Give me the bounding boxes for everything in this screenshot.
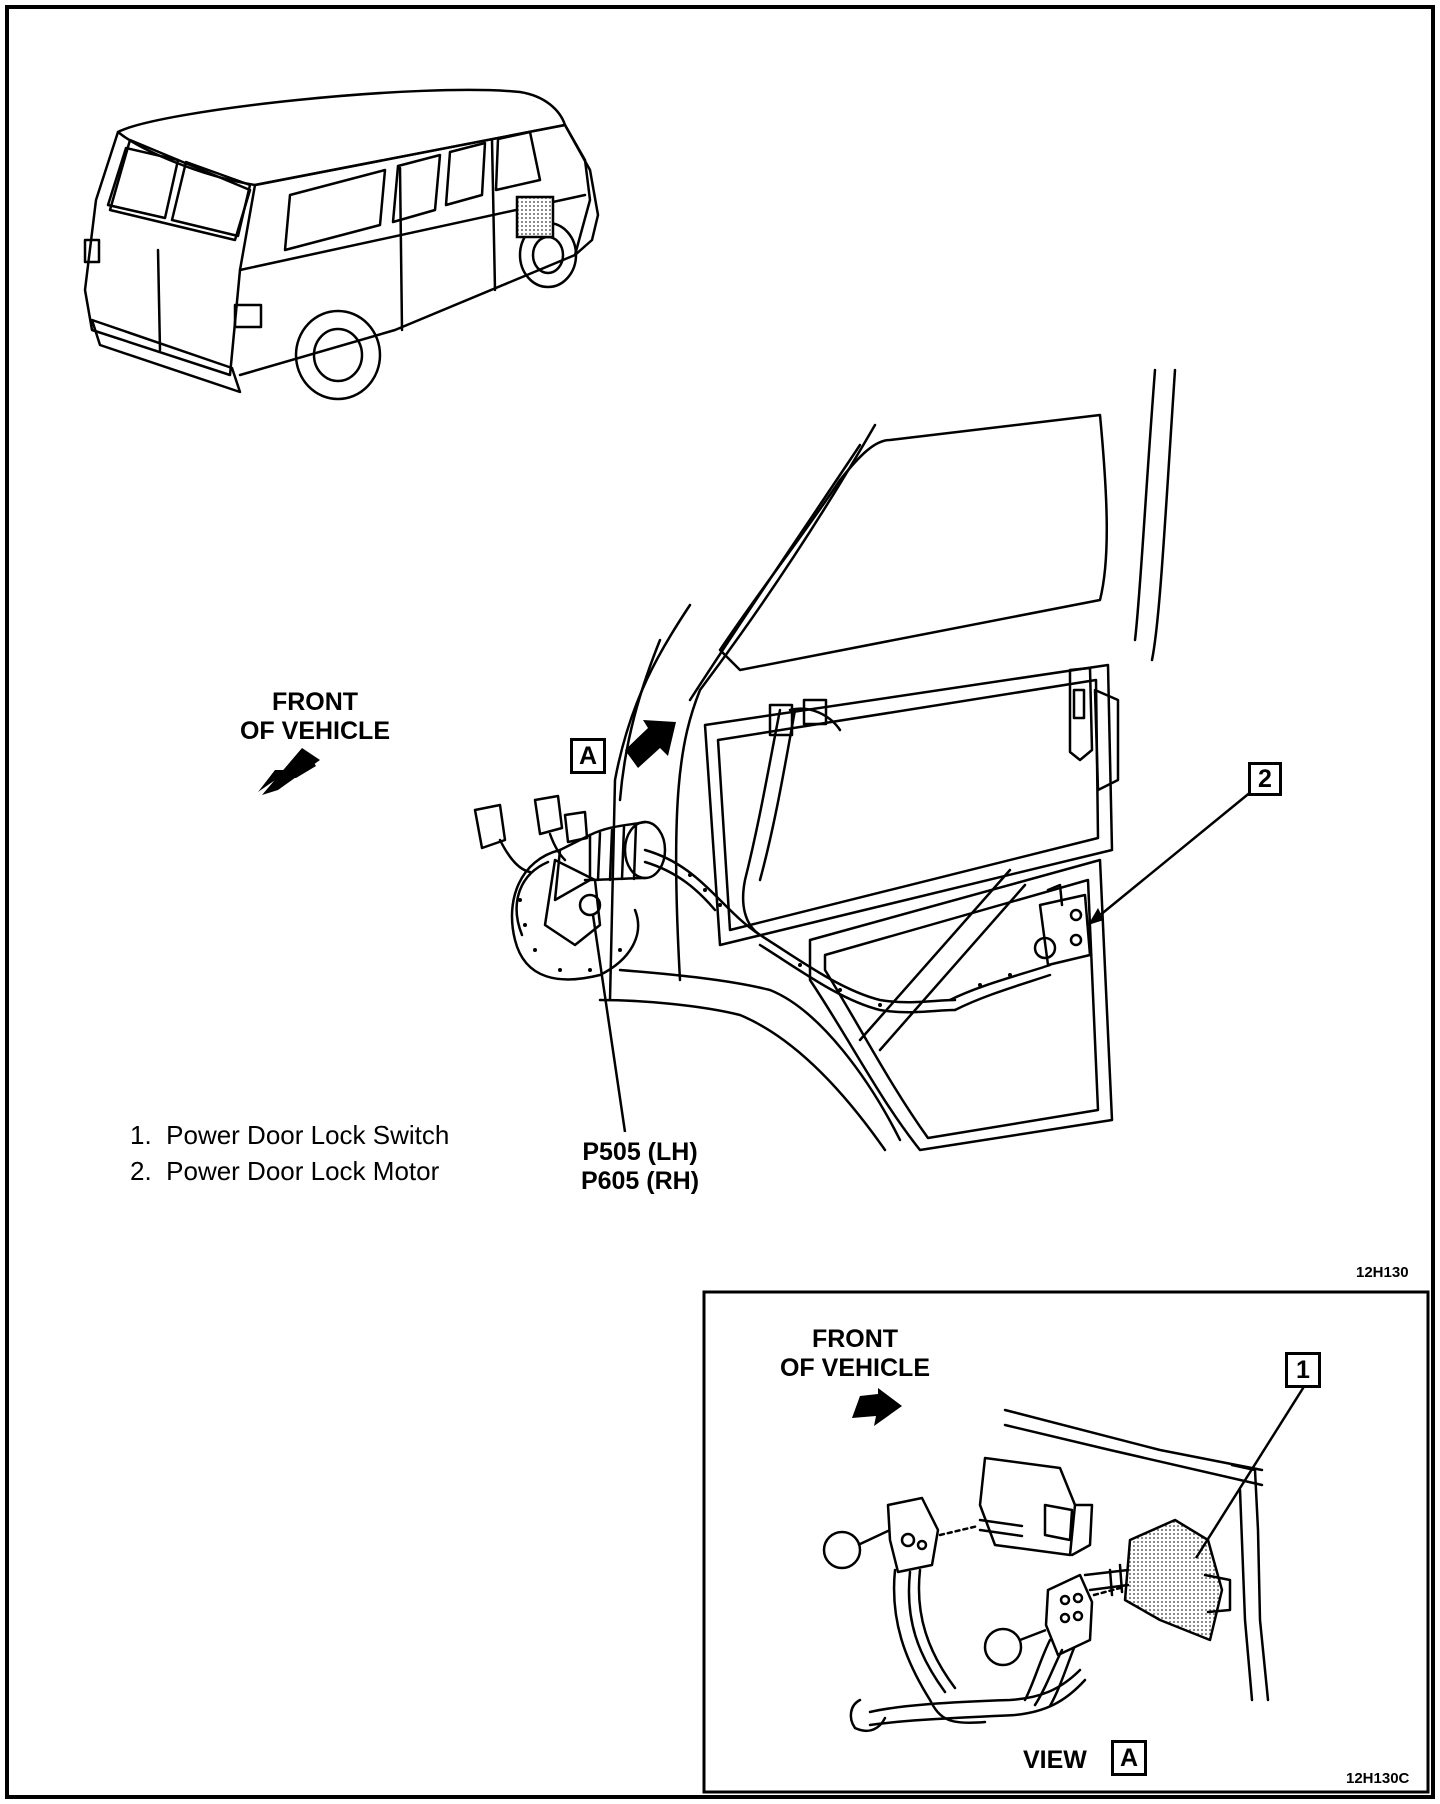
view-label: VIEW (1023, 1746, 1087, 1774)
harness-texture (518, 873, 1012, 1007)
inset-line-art (849, 1408, 1270, 1733)
cap-left-icon (822, 1530, 862, 1570)
callout-2-leader-line (1087, 790, 1253, 926)
connector-label: P505 (LH) P605 (RH) (560, 1138, 720, 1196)
callout-1-leader-line (1194, 1384, 1307, 1559)
door-opening (598, 368, 1177, 1152)
inset-front-label-line1: FRONT (811, 1325, 899, 1353)
front-of-vehicle-label: FRONT OF VEHICLE (215, 688, 415, 746)
front-label-line2: OF VEHICLE (239, 717, 390, 745)
callout-a: A (570, 738, 606, 774)
connector-label-lh: P505 (LH) (582, 1138, 698, 1166)
door-lock-switch-harness (473, 794, 762, 981)
inset-front-arrow-icon (852, 1388, 902, 1426)
figure-code: 12H130 (1356, 1264, 1409, 1281)
view-a-arrow-icon (625, 720, 676, 768)
outer-border (5, 5, 1435, 1799)
inset-front-label-line2: OF VEHICLE (779, 1354, 930, 1382)
inset-front-of-vehicle-label: FRONT OF VEHICLE (755, 1325, 955, 1383)
inset-figure-code: 12H130C (1346, 1770, 1410, 1787)
callout-1: 1 (1285, 1352, 1321, 1388)
connector-leader-line (591, 914, 627, 1133)
highlight-box (515, 195, 555, 239)
cap-right-icon (983, 1627, 1023, 1667)
van-illustration (83, 88, 600, 401)
view-letter-box: A (1111, 1740, 1147, 1776)
connector-label-rh: P605 (RH) (580, 1167, 700, 1195)
legend-item-2: 2. Power Door Lock Motor (130, 1156, 440, 1186)
front-label-line1: FRONT (271, 688, 359, 716)
legend-item-1: 1. Power Door Lock Switch (130, 1120, 450, 1150)
callout-2: 2 (1248, 762, 1282, 796)
